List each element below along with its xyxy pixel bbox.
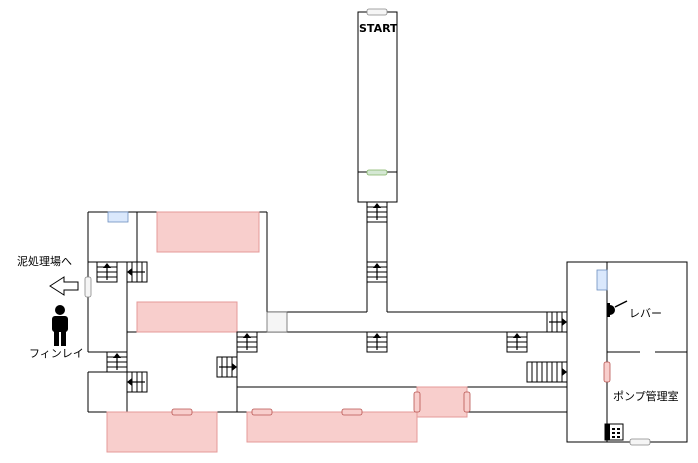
person-silhouette-icon [52, 305, 68, 346]
door-pink-4[interactable] [413, 391, 421, 413]
stairs-icon[interactable] [96, 201, 568, 393]
door-pump-bottom[interactable] [629, 438, 651, 446]
lever-icon[interactable] [607, 300, 628, 317]
door-start-top[interactable] [366, 8, 388, 16]
door-start-bottom[interactable] [366, 169, 388, 176]
left-arrow-icon [49, 276, 79, 296]
character-name-label: フィンレイ [29, 347, 84, 360]
door-west-exit[interactable] [84, 276, 92, 298]
room-south-west [106, 411, 218, 453]
pump-room-label: ポンプ管理室 [613, 390, 679, 403]
start-label: START [359, 22, 398, 35]
door-pink-1[interactable] [171, 408, 193, 416]
door-pink-2[interactable] [251, 408, 273, 416]
door-pink-3[interactable] [341, 408, 363, 416]
lever-label: レバー [629, 307, 662, 320]
door-blue-pump[interactable] [596, 269, 608, 291]
room-north-west [156, 211, 260, 253]
door-blue-west[interactable] [107, 211, 129, 223]
door-grey-corridor[interactable] [266, 311, 288, 333]
sludge-plant-exit-label: 泥処理場へ [17, 255, 72, 268]
telephone-icon[interactable] [604, 423, 624, 441]
door-pink-5[interactable] [463, 391, 471, 413]
room-south-east [416, 386, 468, 418]
room-south-central [246, 411, 418, 443]
room-central-west [136, 301, 238, 333]
door-pink-pump[interactable] [603, 361, 611, 383]
